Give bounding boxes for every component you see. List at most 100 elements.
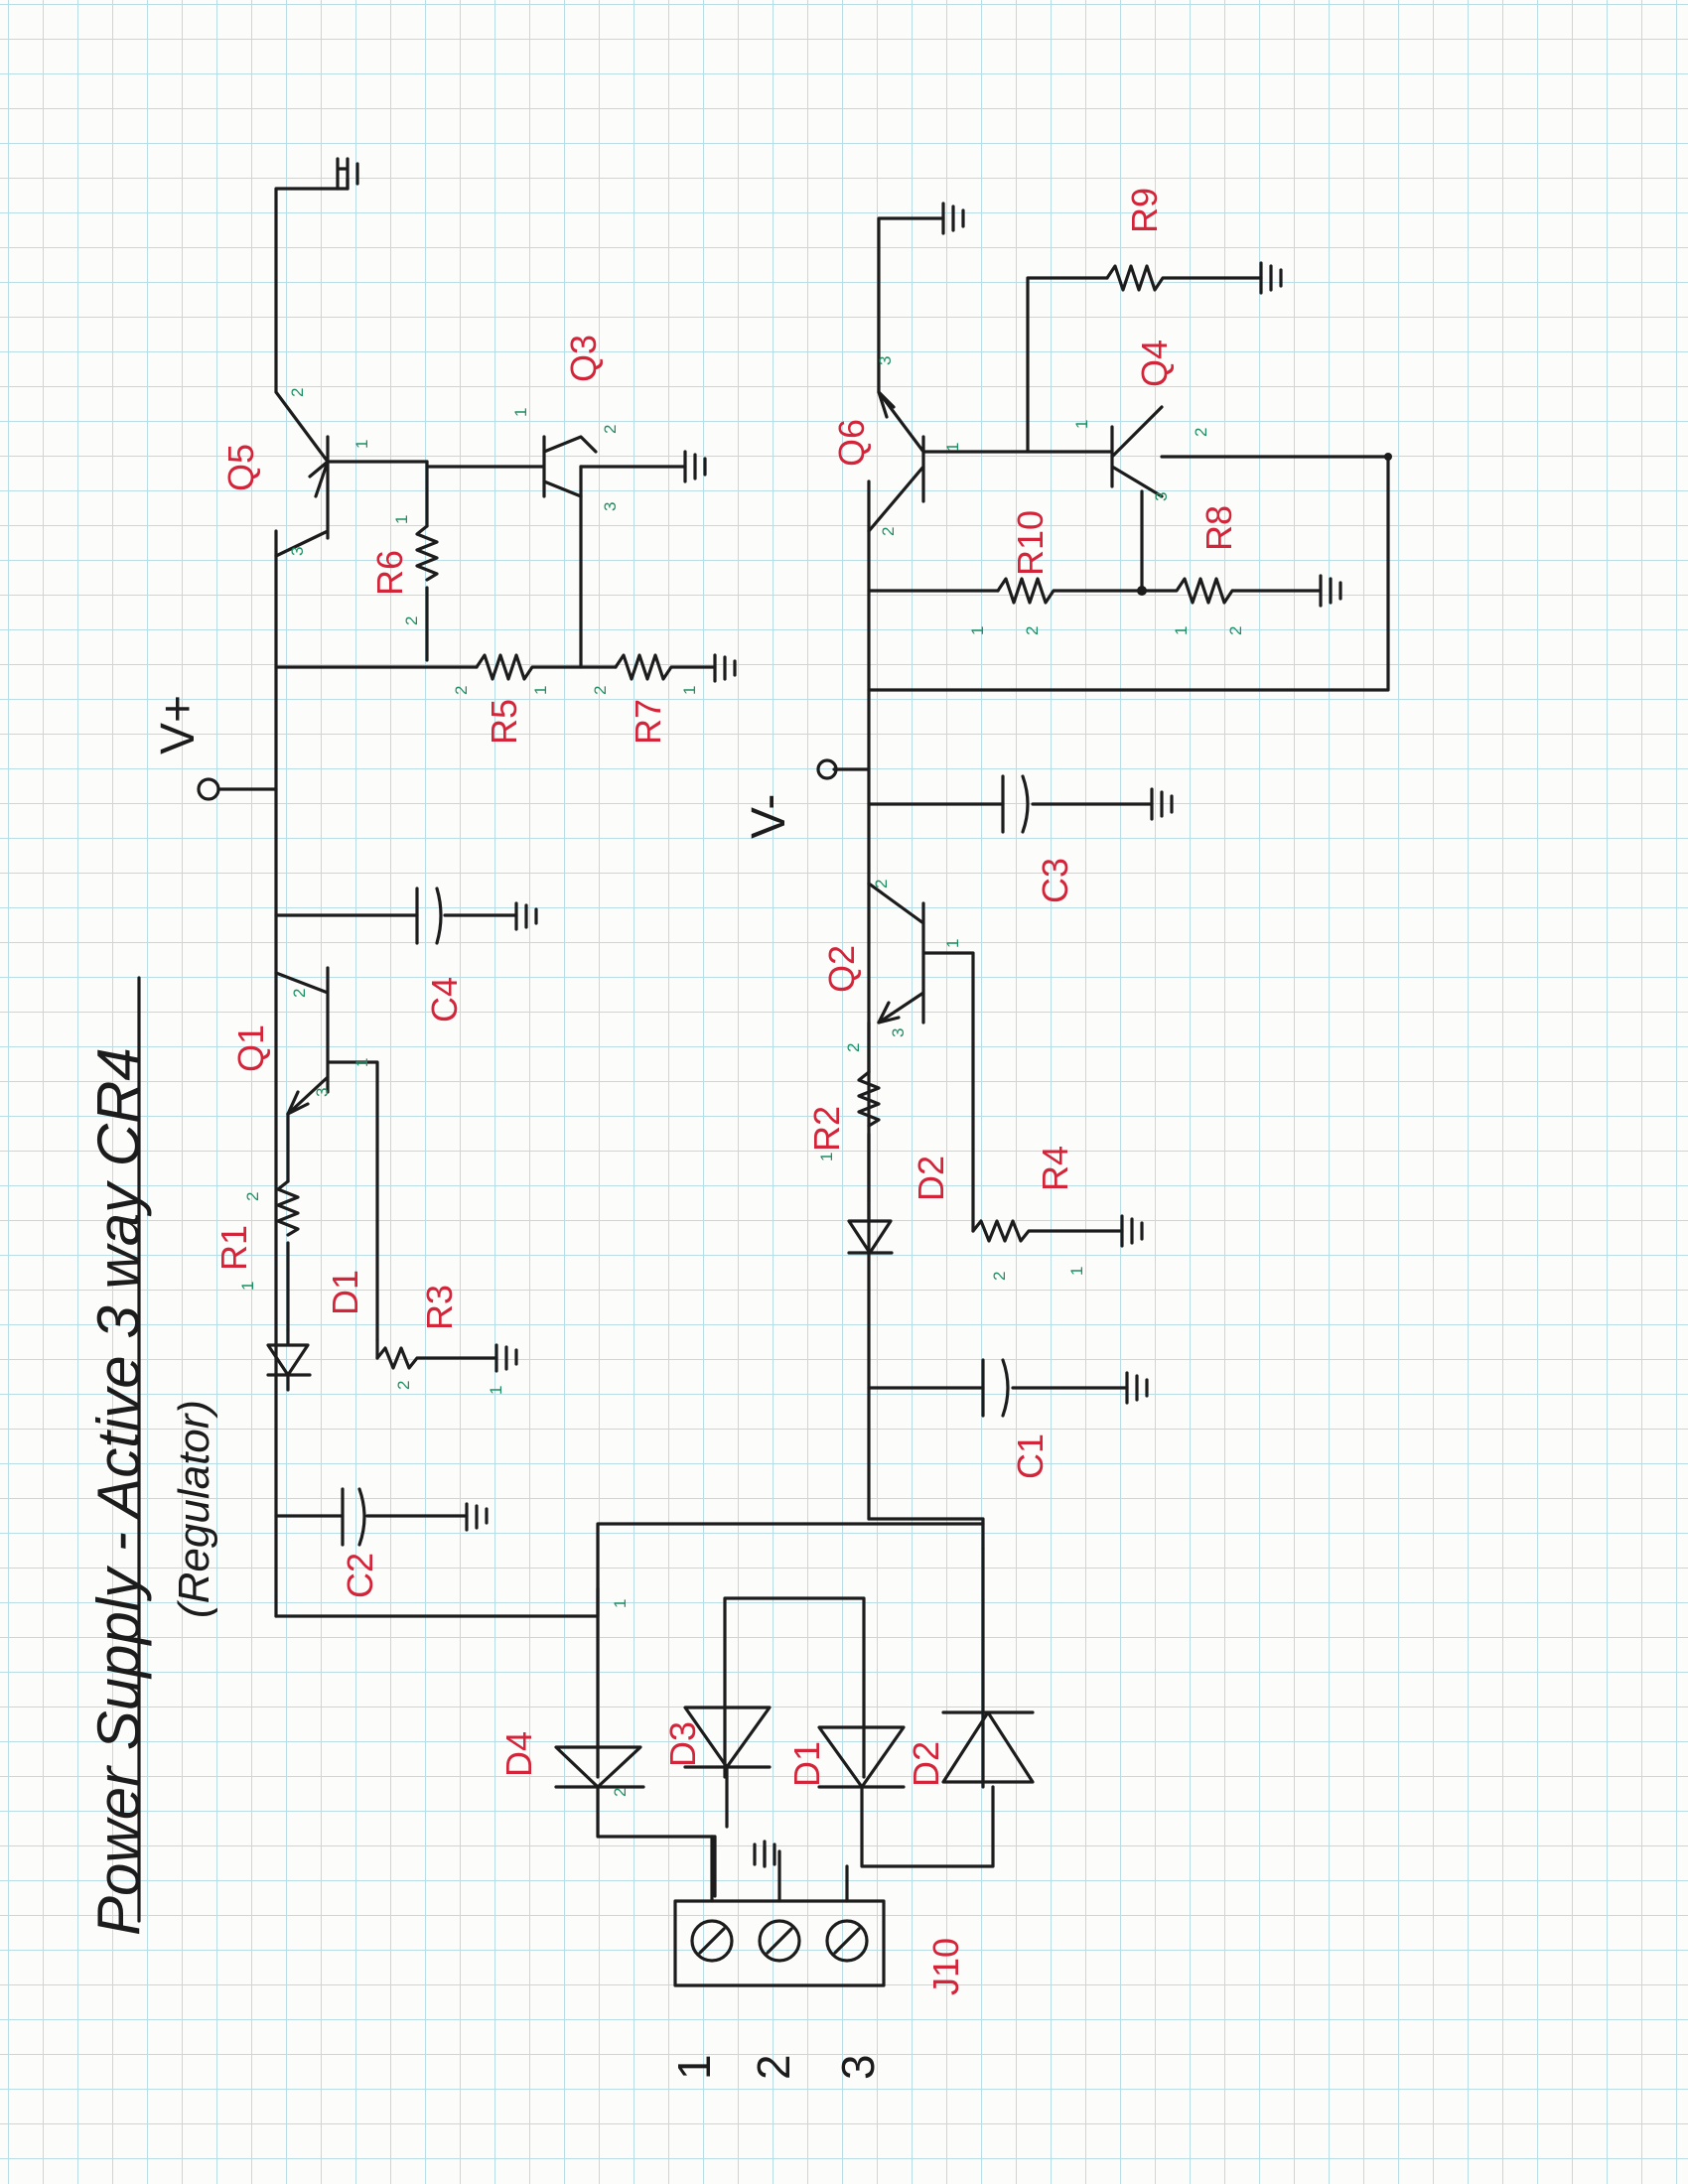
j10-block xyxy=(673,1899,886,1987)
q6-label: Q6 xyxy=(831,419,872,467)
d2-symbol xyxy=(847,1199,894,1255)
r9-wire xyxy=(1026,276,1109,454)
r6-pin-2: 2 xyxy=(402,616,421,625)
r4-symbol xyxy=(971,1219,1124,1243)
r1-label: R1 xyxy=(213,1225,254,1271)
r2-label: R2 xyxy=(806,1106,847,1152)
q4-pin-1: 1 xyxy=(1072,420,1091,429)
q3-symbol xyxy=(425,435,687,498)
r5-label: R5 xyxy=(484,699,524,745)
r10-label: R10 xyxy=(1010,510,1051,576)
d4-bridge-symbol xyxy=(554,1745,645,1789)
j10-pin-1-number: 1 xyxy=(668,2054,720,2080)
d4-bridge-label: D4 xyxy=(498,1731,539,1777)
r3-label: R3 xyxy=(419,1285,460,1330)
q5-pin-2: 2 xyxy=(288,388,307,397)
j10-screw-1 xyxy=(690,1919,734,1963)
q1-label: Q1 xyxy=(230,1024,271,1072)
d2-reg-label: D2 xyxy=(911,1156,951,1201)
c2-label: C2 xyxy=(340,1553,380,1598)
r8-pin-2: 2 xyxy=(1226,626,1245,635)
r6-label: R6 xyxy=(369,550,410,596)
c3-symbol xyxy=(1001,774,1154,834)
q5-emitter-arrow xyxy=(308,460,330,498)
c1-label: C1 xyxy=(1010,1433,1051,1479)
j10-pin-2-number: 2 xyxy=(748,2054,799,2080)
r4-label: R4 xyxy=(1035,1146,1075,1191)
q6-pin-2: 2 xyxy=(879,527,898,536)
r1-pin-1: 1 xyxy=(238,1282,257,1291)
q3-pin-3: 3 xyxy=(601,502,620,511)
junction-dot-2 xyxy=(1384,453,1392,461)
q5-pin-3: 3 xyxy=(288,547,307,556)
q5-symbol xyxy=(274,187,429,558)
q5-label: Q5 xyxy=(220,444,261,491)
q6-pin-1: 1 xyxy=(943,443,962,452)
r8-pin-1: 1 xyxy=(1172,626,1191,635)
r9-label: R9 xyxy=(1124,188,1165,233)
q1-symbol xyxy=(274,966,379,1342)
d4-pin-2: 2 xyxy=(611,1788,630,1797)
r5-symbol xyxy=(475,653,618,681)
c4-symbol xyxy=(415,887,518,945)
r1-pin-2: 2 xyxy=(243,1192,262,1201)
q1-pin-3: 3 xyxy=(313,1088,332,1097)
r7-label: R7 xyxy=(628,699,668,745)
r10-symbol xyxy=(996,577,1144,605)
q4-pin-2: 2 xyxy=(1192,428,1210,437)
q3-label: Q3 xyxy=(563,335,604,382)
q3-pin-1: 1 xyxy=(511,408,530,417)
d2-bridge-label: D2 xyxy=(906,1741,946,1787)
v-minus-terminal xyxy=(816,758,838,780)
q2-emitter-arrow xyxy=(877,1001,901,1024)
title-text: Power Supply - Active 3 way CR4 xyxy=(85,1047,152,1936)
v-minus-bridge-wire xyxy=(867,1517,985,1551)
j10-label: J10 xyxy=(925,1938,966,1995)
r7-pin-2: 2 xyxy=(591,686,610,695)
q1-pin-1: 1 xyxy=(352,1058,371,1067)
q4-sense-loop xyxy=(867,455,1390,692)
r8-label: R8 xyxy=(1198,505,1239,551)
r5-pin-1: 1 xyxy=(531,686,550,695)
d1-reg-label: D1 xyxy=(325,1270,365,1315)
r4-pin-2: 2 xyxy=(990,1272,1009,1281)
q4-label: Q4 xyxy=(1134,340,1175,387)
r5-pin-2: 2 xyxy=(452,686,471,695)
q2-symbol xyxy=(867,882,975,1233)
r3-symbol xyxy=(375,1346,498,1370)
j10-screw-2 xyxy=(758,1919,801,1963)
v-plus-terminal xyxy=(197,777,220,801)
j10-screw-3 xyxy=(825,1919,869,1963)
r1-symbol xyxy=(276,1179,300,1332)
q4-pin-3: 3 xyxy=(1152,492,1171,501)
ground-symbols xyxy=(336,157,1342,1868)
q2-pin-1: 1 xyxy=(943,939,962,948)
bridge-mid-bus xyxy=(723,1596,866,1779)
q6-emitter-arrow xyxy=(877,390,896,419)
d4-pin-1: 1 xyxy=(611,1599,630,1608)
q3-pin-2: 2 xyxy=(601,425,620,434)
j10-screw-slots xyxy=(698,1927,861,1955)
c3-label: C3 xyxy=(1035,858,1075,903)
r8-symbol xyxy=(1140,577,1323,605)
d1-bridge-label: D1 xyxy=(786,1741,827,1787)
junction-dot-1 xyxy=(1137,586,1147,596)
bridge-ac-wires xyxy=(596,1765,995,1898)
r3-pin-1: 1 xyxy=(487,1386,505,1395)
v-minus-label: V- xyxy=(743,794,795,839)
r7-symbol xyxy=(614,653,717,681)
d2-bridge-symbol xyxy=(941,1710,1035,1784)
j10-pin-3-number: 3 xyxy=(832,2054,884,2080)
q5-pin-1: 1 xyxy=(352,440,371,449)
q6-pin-3: 3 xyxy=(876,356,895,365)
q1-pin-2: 2 xyxy=(290,989,309,998)
d1-symbol xyxy=(266,1328,312,1392)
r10-pin-1: 1 xyxy=(968,626,987,635)
r9-symbol xyxy=(1105,264,1263,292)
r7-pin-1: 1 xyxy=(680,686,699,695)
j10-wiring xyxy=(710,1835,849,1903)
subtitle-text: (Regulator) xyxy=(170,1400,218,1618)
r2-pin-2: 2 xyxy=(844,1043,863,1052)
v-plus-label: V+ xyxy=(152,695,205,754)
